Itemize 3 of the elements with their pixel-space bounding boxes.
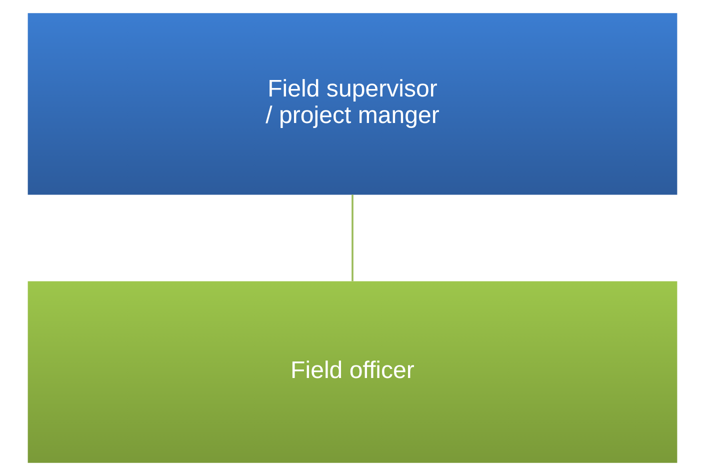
- node-box: Field officer: [27, 281, 677, 463]
- connector: [351, 194, 353, 282]
- node-box: Field supervisor / project manger: [27, 13, 677, 195]
